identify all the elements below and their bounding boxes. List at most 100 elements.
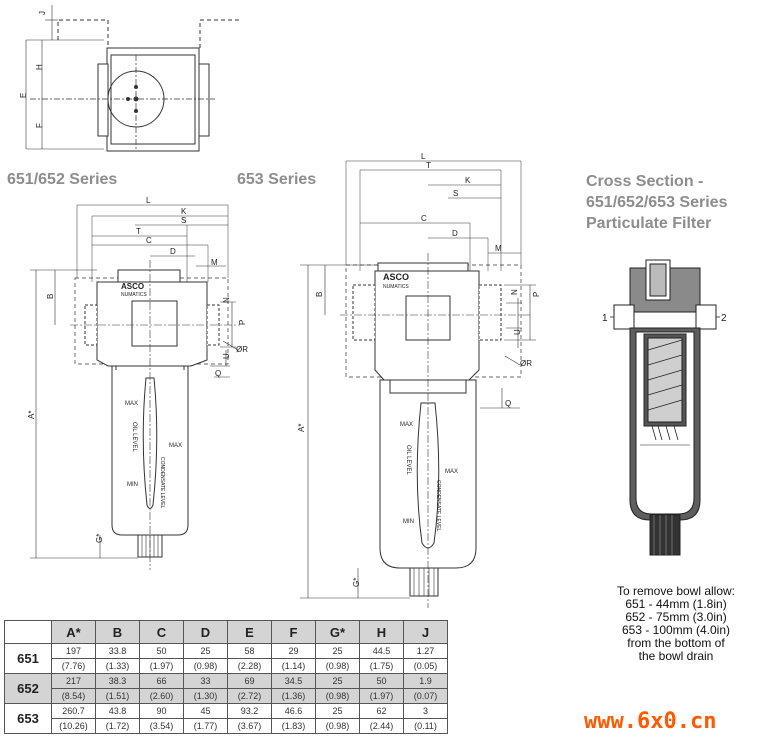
table-cell: (0.98) [183, 658, 228, 674]
dim-a-653: A* [297, 424, 306, 432]
dim-a: A* [27, 411, 36, 419]
table-cell: (2.28) [227, 658, 272, 674]
table-cell: (0.98) [315, 658, 360, 674]
table-cell: (7.76) [51, 658, 96, 674]
table-cell: (2.72) [227, 688, 272, 704]
table-cell: 45 [183, 703, 228, 719]
dim-t: T [136, 227, 141, 236]
table-cell: (1.30) [183, 688, 228, 704]
table-cell: (1.75) [359, 658, 404, 674]
dim-d-653: D [452, 229, 458, 238]
brand-asco: ASCO [121, 282, 144, 291]
bowl-min: MIN [127, 482, 138, 488]
table-cell: (1.97) [139, 658, 184, 674]
table-cell: (1.77) [183, 718, 228, 734]
series-title-651-652: 651/652 Series [7, 171, 118, 188]
dim-label-e: E [19, 93, 28, 98]
bowl-max: MAX [125, 401, 138, 407]
dim-n-653: N [510, 289, 519, 295]
table-cell: 93.2 [227, 703, 272, 719]
table-header-j: J [403, 620, 448, 644]
cross-section-title-line-3: Particulate Filter [586, 215, 712, 232]
table-cell: 217 [51, 673, 96, 689]
dim-b: B [46, 294, 55, 299]
dim-n: N [222, 297, 231, 303]
table-cell: (3.67) [227, 718, 272, 734]
table-cell: 197 [51, 643, 96, 659]
table-cell: 38.3 [95, 673, 140, 689]
port-label-1: 1 [602, 313, 608, 324]
table-cell: 29 [271, 643, 316, 659]
table-cell: (0.05) [403, 658, 448, 674]
table-cell: 58 [227, 643, 272, 659]
table-header-b: B [95, 620, 140, 644]
bowl-max-2: MAX [169, 443, 182, 449]
bowl-oil-level-653: OIL LEVEL [405, 445, 411, 475]
cross-section-title: Cross Section - 651/652/653 Series Parti… [586, 171, 756, 234]
removal-note-line-1: To remove bowl allow: [616, 584, 736, 598]
table-cell: 25 [183, 643, 228, 659]
table-cell: (2.44) [359, 718, 404, 734]
table-row-653-inch: (10.26) (1.72) (3.54) (1.77) (3.67) (1.8… [5, 718, 448, 734]
table-cell: 50 [139, 643, 184, 659]
table-cell: 46.6 [271, 703, 316, 719]
table-header-f: F [271, 620, 316, 644]
table-cell: 25 [315, 643, 360, 659]
cross-section-title-line-1: Cross Section - [586, 173, 704, 190]
filter-653-drawing: L T K S C D M B N P U ØR Q A* G* MAX OIL… [297, 152, 541, 608]
bowl-oil-level: OIL LEVEL [131, 422, 137, 452]
dim-b-653: B [315, 292, 324, 297]
table-cell: 3 [403, 703, 448, 719]
brand-asco-653: ASCO [383, 272, 409, 282]
bowl-min-653: MIN [403, 519, 414, 525]
table-row-651-inch: (7.76) (1.33) (1.97) (0.98) (2.28) (1.14… [5, 658, 448, 674]
table-cell: 66 [139, 673, 184, 689]
series-title-653: 653 Series [237, 171, 317, 188]
table-header-row: A* B C D E F G* H J [4, 620, 448, 644]
table-cell: (1.72) [95, 718, 140, 734]
table-cell: (1.97) [359, 688, 404, 704]
table-cell: (10.26) [51, 718, 96, 734]
top-view-drawing: J H E F [19, 5, 240, 152]
table-row-652-mm: 652 217 38.3 66 33 69 34.5 25 50 1.9 [4, 673, 448, 704]
dim-l: L [146, 196, 151, 205]
dim-k: K [181, 207, 187, 216]
table-cell: (1.14) [271, 658, 316, 674]
table-cell: (2.60) [139, 688, 184, 704]
bowl-condensate: CONDENSATE LEVEL [159, 457, 165, 509]
dim-p-653: P [532, 292, 541, 297]
dim-d: D [170, 247, 176, 256]
port-label-2: 2 [721, 313, 727, 324]
dim-g: G* [95, 534, 104, 543]
dim-q: Q [215, 369, 221, 378]
dim-p: P [238, 320, 247, 325]
model-651: 651 [4, 643, 52, 674]
table-cell: 33 [183, 673, 228, 689]
removal-note-line-6: the bowl drain [638, 649, 714, 663]
table-cell: (8.54) [51, 688, 96, 704]
table-cell: (0.98) [315, 718, 360, 734]
table-cell: 25 [315, 673, 360, 689]
dim-u-653: U [513, 329, 522, 335]
dim-label-j: J [38, 11, 47, 15]
dim-c: C [146, 236, 152, 245]
dimension-table: A* B C D E F G* H J 651 197 33.8 50 25 5… [4, 620, 448, 734]
table-cell: 43.8 [95, 703, 140, 719]
dim-c-653: C [421, 214, 427, 223]
table-cell: (0.07) [403, 688, 448, 704]
table-cell: 62 [359, 703, 404, 719]
bowl-max-2-653: MAX [445, 469, 458, 475]
table-row-651-mm: 651 197 33.8 50 25 58 29 25 44.5 1.27 [4, 643, 448, 674]
dim-l-653: L [421, 152, 426, 161]
table-cell: (0.11) [403, 718, 448, 734]
model-653: 653 [4, 703, 52, 734]
dim-g-653: G* [352, 578, 361, 587]
table-cell: 260.7 [51, 703, 96, 719]
dim-k-653: K [465, 176, 471, 185]
removal-note-line-2: 651 - 44mm (1.8in) [625, 597, 727, 611]
dim-label-h: H [35, 64, 44, 70]
table-cell: 90 [139, 703, 184, 719]
table-header-c: C [139, 620, 184, 644]
cross-section-drawing: 1 2 [602, 259, 727, 556]
dim-r-653: ØR [520, 359, 532, 368]
